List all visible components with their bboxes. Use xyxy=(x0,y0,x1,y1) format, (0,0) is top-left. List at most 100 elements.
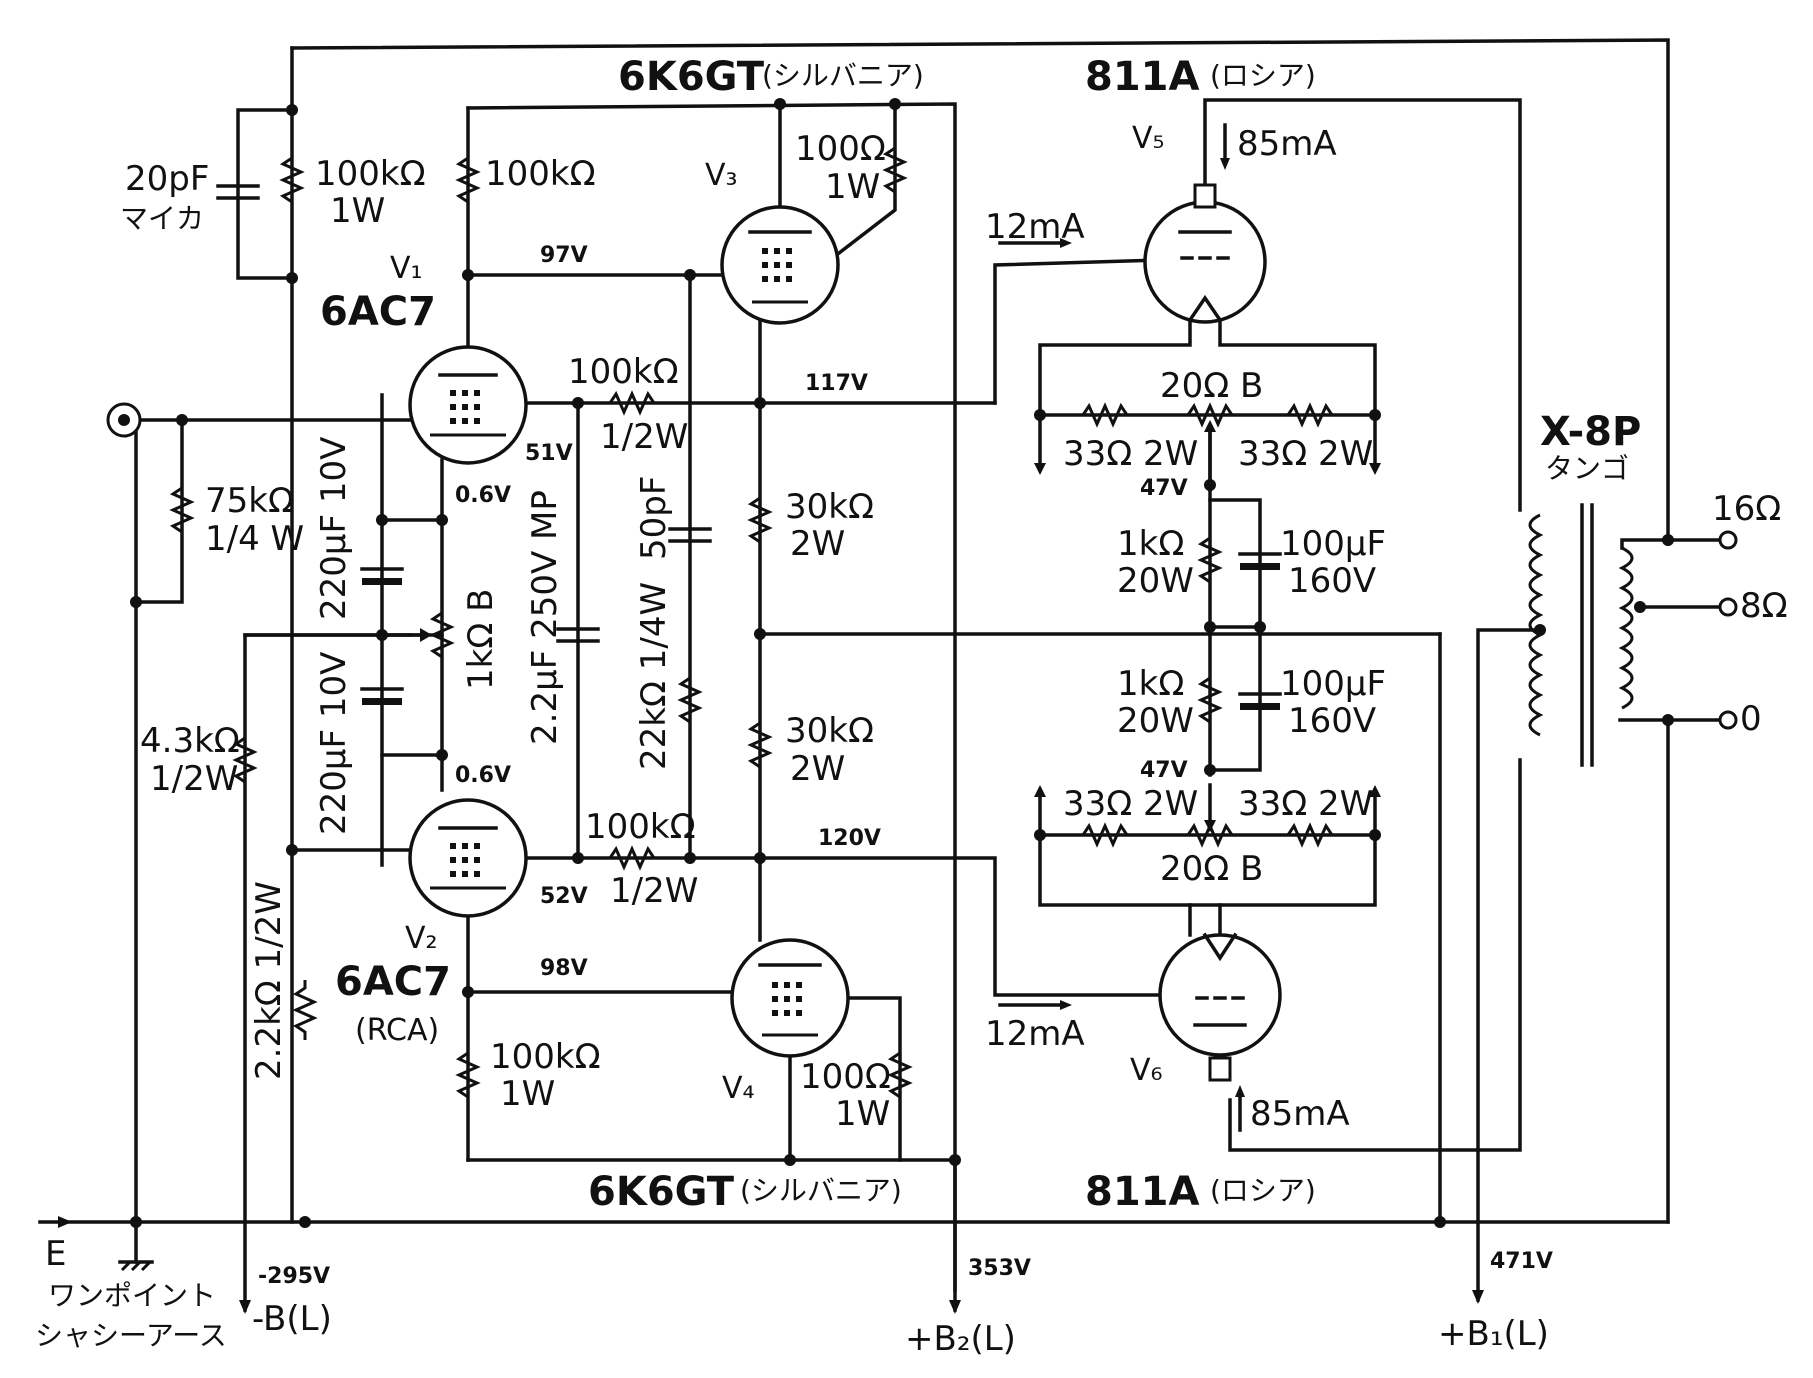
r-22k-bias-value: 2.2kΩ 1/2W xyxy=(249,881,289,1080)
c-100u-top-voltage: 160V xyxy=(1288,561,1376,601)
r33-tr-value: 33Ω 2W xyxy=(1238,434,1373,474)
r-g4-power: 1/2W xyxy=(610,871,698,911)
v-v1-sk: 0.6V xyxy=(455,483,511,508)
r33-tl-value: 33Ω 2W xyxy=(1063,434,1198,474)
r-g3-value: 100kΩ xyxy=(568,352,679,392)
r-fb-power: 1W xyxy=(330,191,385,231)
r33-br-value: 33Ω 2W xyxy=(1238,784,1373,824)
r-43k-power: 1/2W xyxy=(150,759,238,799)
v-b2: 353V xyxy=(968,1256,1031,1281)
c-k2-value: 220μF 10V xyxy=(314,652,354,835)
r-1k-bot-value: 1kΩ xyxy=(1117,664,1184,704)
r-43k-value: 4.3kΩ xyxy=(140,721,240,761)
r-v2-plate-value: 100kΩ xyxy=(490,1037,601,1077)
r-v3-screen-power: 1W xyxy=(825,167,880,207)
c-100u-bot-value: 100μF xyxy=(1280,664,1386,704)
output-terminals xyxy=(1718,530,1738,730)
r-30k-top-value: 30kΩ xyxy=(785,487,874,527)
driver-bottom-maker: (シルバニア) xyxy=(740,1174,902,1207)
tube-v6 xyxy=(1158,932,1282,1082)
v-v2-plate: 98V xyxy=(540,956,588,981)
r-v4-screen-value: 100Ω xyxy=(800,1057,891,1097)
driver-top-maker: (シルバニア) xyxy=(762,59,924,92)
rail-b2: +B₂(L) xyxy=(905,1319,1016,1359)
r-22k-value: 22kΩ 1/4W xyxy=(634,582,674,770)
i-grid-bot: 12mA xyxy=(985,1014,1085,1054)
r-30k-bot-power: 2W xyxy=(790,749,845,789)
tube-v3 xyxy=(720,205,840,325)
v6-ref: V₆ xyxy=(1130,1053,1163,1088)
driver-top-type: 6K6GT xyxy=(618,54,765,100)
v1-ref: V₁ xyxy=(390,251,423,286)
tube-v5 xyxy=(1143,183,1267,324)
c-coup-value: 2.2μF 250V MP xyxy=(525,490,565,745)
transformer-model: X-8P xyxy=(1540,409,1641,455)
junction-dots xyxy=(130,98,1674,1228)
v3-ref: V₃ xyxy=(705,158,738,193)
v-neg: -295V xyxy=(258,1264,330,1289)
pot-wipers xyxy=(243,413,1381,837)
driver-bottom-type: 6K6GT xyxy=(588,1169,735,1215)
c-100u-bot-voltage: 160V xyxy=(1288,701,1376,741)
tube-v1 xyxy=(408,345,528,465)
r-in-value: 75kΩ xyxy=(205,481,294,521)
v-bias-bot: 47V xyxy=(1140,758,1188,783)
earth-note-2: シャシーアース xyxy=(35,1319,227,1352)
supply-arrows xyxy=(239,1290,1484,1314)
output-top-type: 811A xyxy=(1085,54,1199,100)
term-earth: E xyxy=(45,1234,66,1274)
earth-note-1: ワンポイント xyxy=(48,1279,216,1312)
r-1k-top-power: 20W xyxy=(1117,561,1194,601)
v5-ref: V₅ xyxy=(1132,121,1165,156)
v-v4-grid: 120V xyxy=(818,826,881,851)
pot-top-value: 20Ω B xyxy=(1160,366,1263,406)
transformer-maker: タンゴ xyxy=(1545,452,1629,485)
v1-type: 6AC7 xyxy=(320,289,436,335)
r-bal-value: 1kΩ B xyxy=(461,589,501,690)
v-v2-sk: 0.6V xyxy=(455,763,511,788)
r-fb-value: 100kΩ xyxy=(315,154,426,194)
tube-v4 xyxy=(730,938,850,1058)
r33-bl-value: 33Ω 2W xyxy=(1063,784,1198,824)
r-g3-power: 1/2W xyxy=(600,417,688,457)
r-1k-bot-power: 20W xyxy=(1117,701,1194,741)
tube-v2 xyxy=(408,798,528,918)
rail-b1: +B₁(L) xyxy=(1438,1314,1549,1354)
r-v1-plate-value: 100kΩ xyxy=(485,154,596,194)
v-v1-plate: 97V xyxy=(540,243,588,268)
r-30k-top-power: 2W xyxy=(790,524,845,564)
r-v2-plate-power: 1W xyxy=(500,1074,555,1114)
v2-ref: V₂ xyxy=(405,921,438,956)
pot-bot-value: 20Ω B xyxy=(1160,849,1263,889)
v-bias-top: 47V xyxy=(1140,476,1188,501)
r-g4-value: 100kΩ xyxy=(585,807,696,847)
term-0: 0 xyxy=(1740,699,1762,739)
current-arrows xyxy=(998,123,1245,1132)
r-1k-top-value: 1kΩ xyxy=(1117,524,1184,564)
i-grid-top: 12mA xyxy=(985,207,1085,247)
output-bottom-type: 811A xyxy=(1085,1169,1199,1215)
v-v3-grid: 117V xyxy=(805,371,868,396)
v2-type: 6AC7 xyxy=(335,959,451,1005)
c-fb-note: マイカ xyxy=(120,202,204,235)
earth-symbol xyxy=(58,1216,154,1272)
output-top-maker: (ロシア) xyxy=(1210,59,1316,92)
output-bottom-maker: (ロシア) xyxy=(1210,1174,1316,1207)
c-fb-value: 20pF xyxy=(125,159,209,199)
term-8: 8Ω xyxy=(1740,586,1788,626)
v-v2-k: 52V xyxy=(540,884,588,909)
input-jack xyxy=(106,402,142,438)
rail-neg: -B(L) xyxy=(252,1299,332,1339)
v-b1: 471V xyxy=(1490,1249,1553,1274)
labels: 6K6GT (シルバニア) 811A (ロシア) 6K6GT (シルバニア) 8… xyxy=(35,54,1788,1359)
i-plate-bot: 85mA xyxy=(1250,1094,1350,1134)
v4-ref: V₄ xyxy=(722,1071,755,1106)
c-50p-value: 50pF xyxy=(634,476,674,560)
term-16: 16Ω xyxy=(1712,489,1781,529)
v2-maker: (RCA) xyxy=(355,1013,439,1048)
c-k1-value: 220μF 10V xyxy=(314,437,354,620)
output-transformer xyxy=(1528,503,1670,767)
c-100u-top-value: 100μF xyxy=(1280,524,1386,564)
r-30k-bot-value: 30kΩ xyxy=(785,711,874,751)
